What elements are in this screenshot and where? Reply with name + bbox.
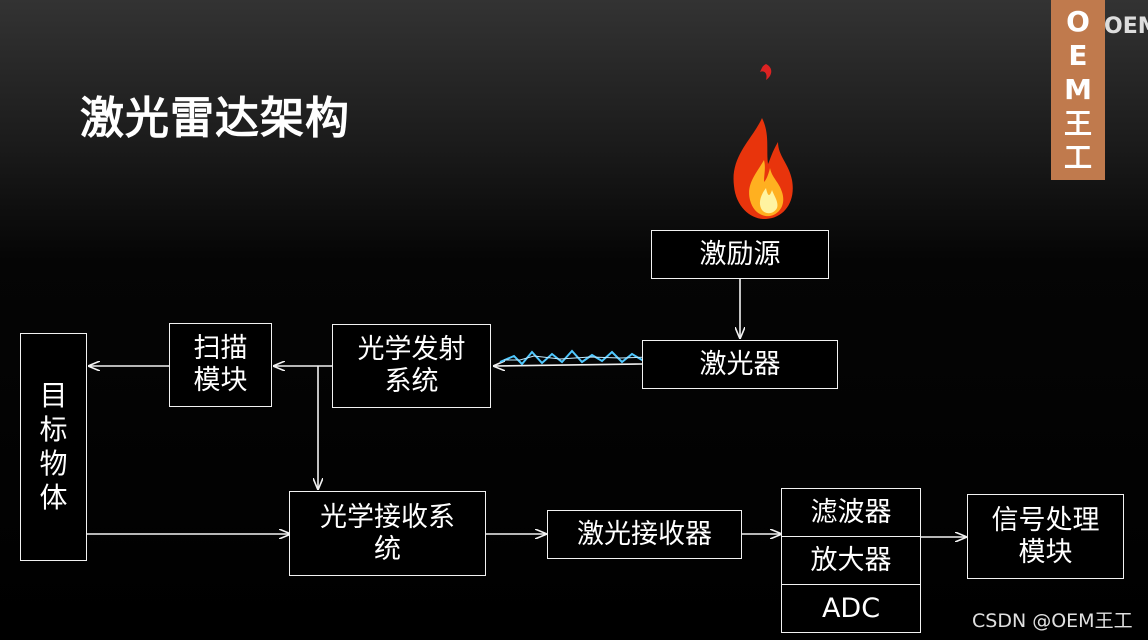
amplifier-box: 放大器 [781, 536, 921, 585]
optical-receive-box: 光学接收系 统 [289, 491, 486, 576]
badge-char-2: E [1068, 39, 1088, 72]
signal-processing-label-1: 信号处理 [991, 504, 1100, 536]
oem-badge: O E M 王 工 [1051, 0, 1105, 180]
excitation-source-box: 激励源 [651, 230, 829, 279]
target-char-2: 标 [39, 413, 68, 446]
optical-receive-label-2: 统 [374, 533, 401, 565]
filter-label: 滤波器 [810, 496, 892, 528]
scan-module-label-2: 模块 [193, 365, 248, 396]
optical-transmit-label-1: 光学发射 [357, 334, 466, 365]
target-char-1: 目 [39, 379, 68, 412]
laser-box: 激光器 [642, 340, 838, 389]
adc-box: ADC [781, 584, 921, 633]
badge-char-5: 工 [1063, 141, 1092, 174]
watermark: CSDN @OEM王工 [972, 610, 1133, 632]
optical-transmit-box: 光学发射 系统 [332, 324, 491, 408]
excitation-source-label: 激励源 [699, 238, 781, 270]
page-title: 激光雷达架构 [80, 93, 350, 144]
corner-text: OEM [1104, 14, 1148, 39]
laser-label: 激光器 [699, 348, 781, 380]
scan-module-box: 扫描 模块 [169, 323, 272, 407]
optical-transmit-label-2: 系统 [384, 366, 439, 397]
scan-module-label-1: 扫描 [193, 333, 248, 364]
badge-char-1: O [1066, 5, 1090, 38]
badge-char-4: 王 [1063, 107, 1092, 140]
target-char-3: 物 [39, 447, 68, 480]
badge-char-3: M [1064, 73, 1092, 106]
laser-receiver-label: 激光接收器 [577, 518, 712, 550]
flame-icon [733, 64, 793, 220]
filter-box: 滤波器 [781, 488, 921, 537]
laser-receiver-box: 激光接收器 [547, 510, 742, 559]
signal-processing-box: 信号处理 模块 [967, 494, 1124, 579]
laser-beam [499, 349, 661, 366]
target-object-box: 目 标 物 体 [20, 333, 87, 561]
amplifier-label: 放大器 [810, 544, 892, 576]
signal-processing-label-2: 模块 [1018, 536, 1073, 568]
arrow-laser-to-optical-tx [494, 364, 643, 366]
adc-label: ADC [821, 592, 881, 624]
optical-receive-label-1: 光学接收系 [320, 501, 455, 533]
target-char-4: 体 [39, 481, 68, 514]
